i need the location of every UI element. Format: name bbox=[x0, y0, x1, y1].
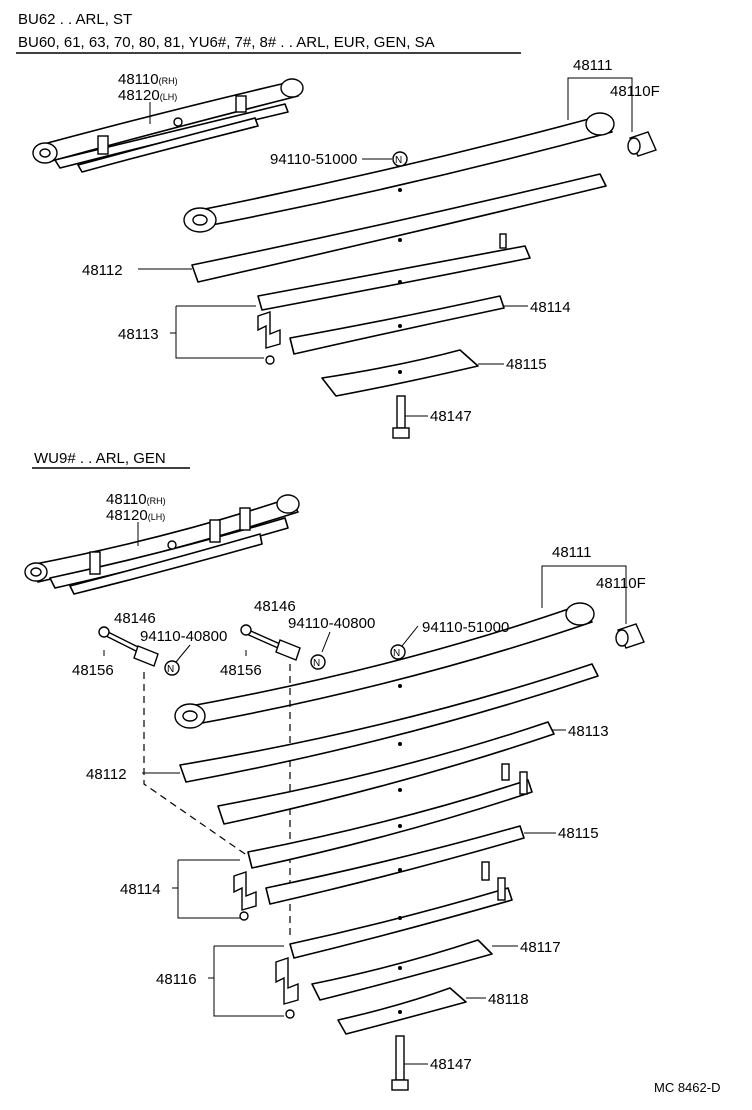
section-2-leaf-3-drawing bbox=[217, 721, 555, 825]
section-2-bolt-a-drawing bbox=[98, 626, 159, 667]
section-2-nut-c-symbol bbox=[390, 644, 406, 660]
section-1-leaf-4-drawing bbox=[289, 295, 505, 355]
section-1-nut-symbol-letter: N bbox=[395, 155, 402, 166]
section-2-nut-c-symbol-letter: N bbox=[393, 648, 400, 659]
section-1-label-bushing: 48110F bbox=[610, 83, 660, 100]
section-2-label-center-bolt: 48147 bbox=[430, 1056, 472, 1073]
section-2-alignment-line-a bbox=[143, 672, 249, 857]
section-1-leaf-3-drawing bbox=[257, 233, 531, 311]
section-1-leaf-5-drawing bbox=[321, 349, 479, 397]
section-2-clip-1-drawing bbox=[233, 871, 257, 921]
section-2-nut-a-symbol bbox=[164, 660, 180, 676]
section-2-nut-b-symbol bbox=[310, 654, 326, 670]
section-2-label-leaf-5: 48117 bbox=[520, 939, 561, 956]
section-2-spring-assembly-drawing bbox=[24, 494, 300, 595]
section-2-label-bolt-a: 48156 bbox=[72, 662, 114, 679]
section-1-label-assy-rh: 48110(RH) bbox=[118, 71, 178, 88]
section-1-main-leaf-drawing bbox=[183, 112, 615, 233]
section-2-label-leaf-3: 48113 bbox=[568, 723, 609, 740]
section-2-leader-main-leaf bbox=[541, 565, 627, 624]
section-1-clip-drawing bbox=[257, 311, 281, 365]
section-1-label-assy-lh: 48120(LH) bbox=[118, 87, 177, 104]
section-2-leaf-2-drawing bbox=[179, 663, 599, 783]
section-1-label-center-bolt: 48147 bbox=[430, 408, 472, 425]
section-1-nut-symbol bbox=[392, 151, 408, 167]
section-2-leader-nut-a bbox=[175, 644, 191, 663]
section-1-label-main-leaf: 48111 bbox=[573, 57, 613, 74]
section-2-leaf-4-drawing bbox=[265, 825, 525, 905]
section-1-leaf-2-drawing bbox=[191, 173, 607, 283]
section-2-label-assy-rh: 48110(RH) bbox=[106, 491, 166, 508]
section-2-label-leaf-4: 48115 bbox=[558, 825, 599, 842]
section-2-nut-b-symbol-letter: N bbox=[313, 658, 320, 669]
section-1: BU62 . . ARL, ST BU60, 61, 63, 70, 80, 8… bbox=[16, 11, 660, 439]
section-1-leader-clip bbox=[170, 305, 264, 359]
section-1-leader-main-leaf bbox=[567, 77, 633, 132]
section-2-label-spacer-a: 48146 bbox=[114, 610, 156, 627]
section-2-label-nut-c: 94110-51000 bbox=[422, 619, 509, 636]
section-1-label-leaf-2: 48112 bbox=[82, 262, 123, 279]
footer-code: MC 8462-D bbox=[654, 1080, 720, 1095]
section-2-clip-2-drawing bbox=[275, 957, 299, 1019]
section-2-leader-nut-b bbox=[321, 631, 331, 653]
section-2-leaf-6-drawing bbox=[337, 987, 467, 1035]
section-2-label-nut-b: 94110-40800 bbox=[288, 615, 375, 632]
section-2-leaf-4b-drawing bbox=[289, 861, 513, 959]
section-2-bolt-b-drawing bbox=[240, 624, 301, 661]
section-2-label-spacer-b: 48146 bbox=[254, 598, 296, 615]
section-1-spring-assembly-drawing bbox=[32, 78, 304, 173]
section-1-heading-line2: BU60, 61, 63, 70, 80, 81, YU6#, 7#, 8# .… bbox=[18, 34, 435, 51]
section-2-label-leaf-6: 48118 bbox=[488, 991, 529, 1008]
section-2-bushing-drawing bbox=[615, 623, 645, 649]
section-2-label-main-leaf: 48111 bbox=[552, 544, 592, 561]
section-2-nut-a-symbol-letter: N bbox=[167, 664, 174, 675]
section-2-label-leaf-2: 48112 bbox=[86, 766, 127, 783]
section-2-leader-clip-2 bbox=[208, 945, 284, 1017]
section-2-label-clip-2: 48116 bbox=[156, 971, 197, 988]
section-2-label-bushing: 48110F bbox=[596, 575, 646, 592]
section-2-center-bolt-drawing bbox=[391, 1035, 409, 1091]
section-2-label-clip-1: 48114 bbox=[120, 881, 161, 898]
section-1-heading-line1: BU62 . . ARL, ST bbox=[18, 11, 132, 28]
section-1-center-bolt-drawing bbox=[392, 395, 410, 439]
section-1-label-nut: 94110-51000 bbox=[270, 151, 357, 168]
section-2-leaf-5-drawing bbox=[311, 939, 493, 1001]
section-2-heading: WU9# . . ARL, GEN bbox=[34, 450, 166, 467]
section-2-leader-nut-c bbox=[401, 625, 419, 647]
section-1-bushing-drawing bbox=[627, 131, 657, 157]
section-1-label-clip: 48113 bbox=[118, 326, 159, 343]
section-2-leaf-3b-drawing bbox=[247, 763, 533, 869]
section-1-label-leaf-4: 48115 bbox=[506, 356, 547, 373]
section-2-label-assy-lh: 48120(LH) bbox=[106, 507, 165, 524]
section-1-label-leaf-3: 48114 bbox=[530, 299, 571, 316]
section-2-label-bolt-b: 48156 bbox=[220, 662, 262, 679]
section-2-leader-clip-1 bbox=[172, 859, 240, 919]
section-2-label-nut-a: 94110-40800 bbox=[140, 628, 227, 645]
section-2-main-leaf-drawing bbox=[174, 602, 595, 729]
section-2: WU9# . . ARL, GEN 48110(RH) 48120(LH) bbox=[24, 450, 646, 1091]
